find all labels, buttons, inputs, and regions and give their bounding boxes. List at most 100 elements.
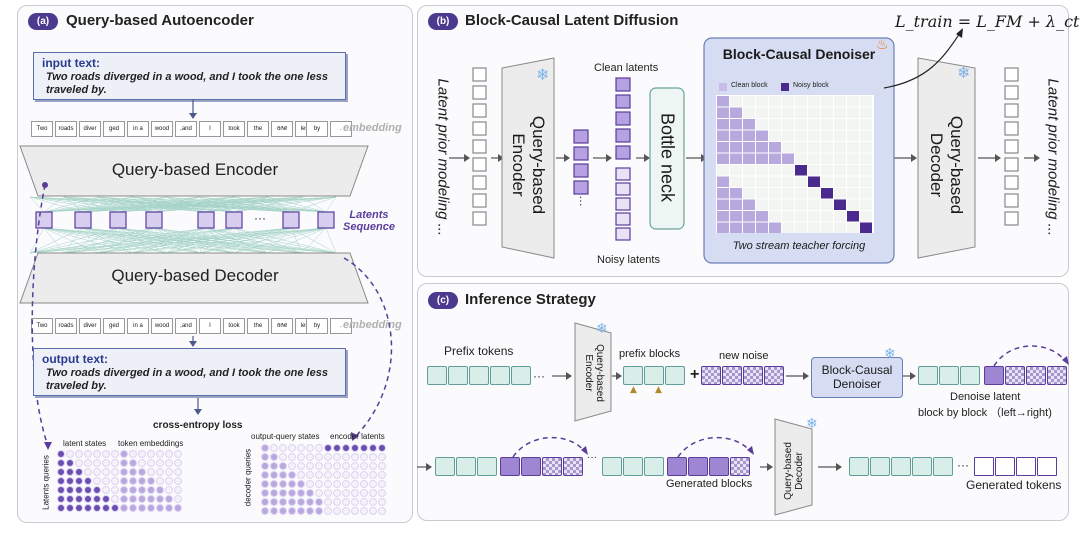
connection-line [29, 227, 327, 254]
token-box: one [271, 121, 293, 137]
clean-latent-block [615, 145, 631, 160]
attention-cell [279, 462, 287, 470]
attn-grid-left [57, 450, 182, 512]
clean-latent-block [615, 77, 631, 92]
connection-line [29, 196, 84, 213]
token-box: took [223, 318, 245, 334]
attention-cell [342, 462, 350, 470]
connection-line [63, 227, 207, 254]
attention-cell [165, 495, 173, 503]
attention-cell [111, 495, 119, 503]
attention-cell [138, 495, 146, 503]
attention-cell [288, 498, 296, 506]
attention-cell [102, 486, 110, 494]
panel-b-title: Block-Causal Latent Diffusion [465, 12, 679, 29]
denoiser-grid-cell [782, 119, 794, 130]
connection-line [165, 227, 327, 254]
denoiser-grid-cell [834, 222, 846, 233]
attention-cell [279, 498, 287, 506]
connection-line [43, 227, 303, 254]
attention-cell [147, 450, 155, 458]
attention-cell [120, 486, 128, 494]
latents-line-1: Latents [349, 209, 389, 221]
attention-cell [75, 486, 83, 494]
latent-slot [472, 85, 487, 100]
latent-square [145, 211, 163, 229]
attention-cell [129, 504, 137, 512]
connection-line [29, 227, 207, 254]
attention-cell [261, 489, 269, 497]
denoiser-grid-cell [782, 165, 794, 176]
connection-line [29, 227, 119, 254]
attention-cell [93, 495, 101, 503]
attention-cell [369, 453, 377, 461]
denoiser-grid-cell [782, 130, 794, 141]
attention-cell [315, 507, 323, 515]
attention-cell [66, 486, 74, 494]
query-encoder-label: Query-based Encoder [111, 160, 279, 179]
denoiser-grid-cell [717, 222, 729, 233]
plus-sign: + [690, 366, 700, 383]
token-box: took [223, 121, 245, 137]
denoiser-grid-cell [782, 153, 794, 164]
connection-line [29, 227, 84, 254]
denoiser-grid-cell [821, 165, 833, 176]
connection-line [97, 227, 327, 254]
denoiser-grid-cell [847, 153, 859, 164]
attention-cell [288, 453, 296, 461]
attention-cell [57, 450, 65, 458]
token-box: . [330, 318, 352, 334]
denoiser-grid-cell [808, 153, 820, 164]
connection-line [165, 196, 327, 213]
input-text-box: input text: Two roads diverged in a wood… [33, 52, 346, 100]
latent-slot [1004, 193, 1019, 208]
denoiser-grid-cell [821, 222, 833, 233]
connection-line [63, 196, 235, 213]
attention-cell [129, 459, 137, 467]
denoiser-grid-cell [782, 176, 794, 187]
denoiser-grid-cell [756, 153, 768, 164]
svg-text:❄: ❄ [536, 65, 549, 84]
svg-text:❄: ❄ [806, 416, 818, 432]
denoiser-grid-cell [730, 222, 742, 233]
attention-cell [156, 459, 164, 467]
attention-cell [351, 471, 359, 479]
token-box: one [271, 318, 293, 334]
attention-cell [378, 462, 386, 470]
attention-cell [174, 468, 182, 476]
embedding-label-bottom: embedding [343, 319, 402, 331]
denoiser-grid-cell [769, 142, 781, 153]
token-box: by [306, 121, 328, 137]
attention-cell [57, 459, 65, 467]
denoiser-grid-cell [756, 107, 768, 118]
denoiser-grid-cell [808, 188, 820, 199]
noise-block [563, 457, 583, 476]
attention-cell [156, 504, 164, 512]
attention-cell [306, 507, 314, 515]
attention-cell [333, 489, 341, 497]
bottleneck-box [649, 87, 685, 230]
noisy-latents-label: Noisy latents [597, 254, 660, 266]
attention-cell [360, 489, 368, 497]
denoiser-grid-cell [821, 107, 833, 118]
latent-slot [472, 139, 487, 154]
attention-cell [288, 507, 296, 515]
denoiser-grid-cell [821, 96, 833, 107]
denoiser-grid-cell [743, 176, 755, 187]
connection-line [29, 196, 45, 213]
token-box: wood [151, 318, 173, 334]
attention-cell [138, 486, 146, 494]
prefix-block [602, 457, 622, 476]
denoiser-grid-cell [769, 96, 781, 107]
latent-square [109, 211, 127, 229]
attention-cell [165, 468, 173, 476]
attention-cell [297, 444, 305, 452]
denoiser-grid-cell [769, 211, 781, 222]
attention-cell [369, 498, 377, 506]
panel-c-tag: (c) [428, 292, 458, 309]
embedding-label-top: embedding [343, 122, 402, 134]
attention-cell [378, 453, 386, 461]
attention-cell [102, 468, 110, 476]
generated-token [974, 457, 994, 476]
denoiser-grid-cell [730, 96, 742, 107]
